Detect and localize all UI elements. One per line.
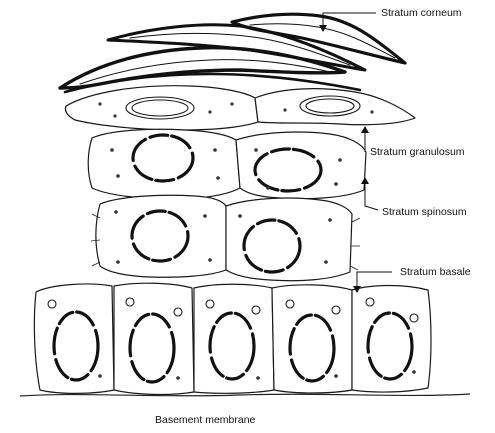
label-stratum-basale: Stratum basale xyxy=(400,266,471,278)
label-stratum-granulosum: Stratum granulosum xyxy=(370,146,465,158)
stratum-basale-layer xyxy=(34,283,431,394)
label-stratum-spinosum: Stratum spinosum xyxy=(382,206,467,218)
flattened-cells-row xyxy=(65,86,415,130)
stratum-granulosum-layer xyxy=(88,129,366,199)
basement-membrane-line xyxy=(20,394,470,396)
label-basement-membrane: Basement membrane xyxy=(155,414,256,426)
leader-stratum-spinosum xyxy=(361,177,378,210)
label-stratum-corneum: Stratum corneum xyxy=(381,7,462,19)
stratum-spinosum-layer xyxy=(91,195,360,280)
stratum-corneum-layer xyxy=(60,14,405,92)
